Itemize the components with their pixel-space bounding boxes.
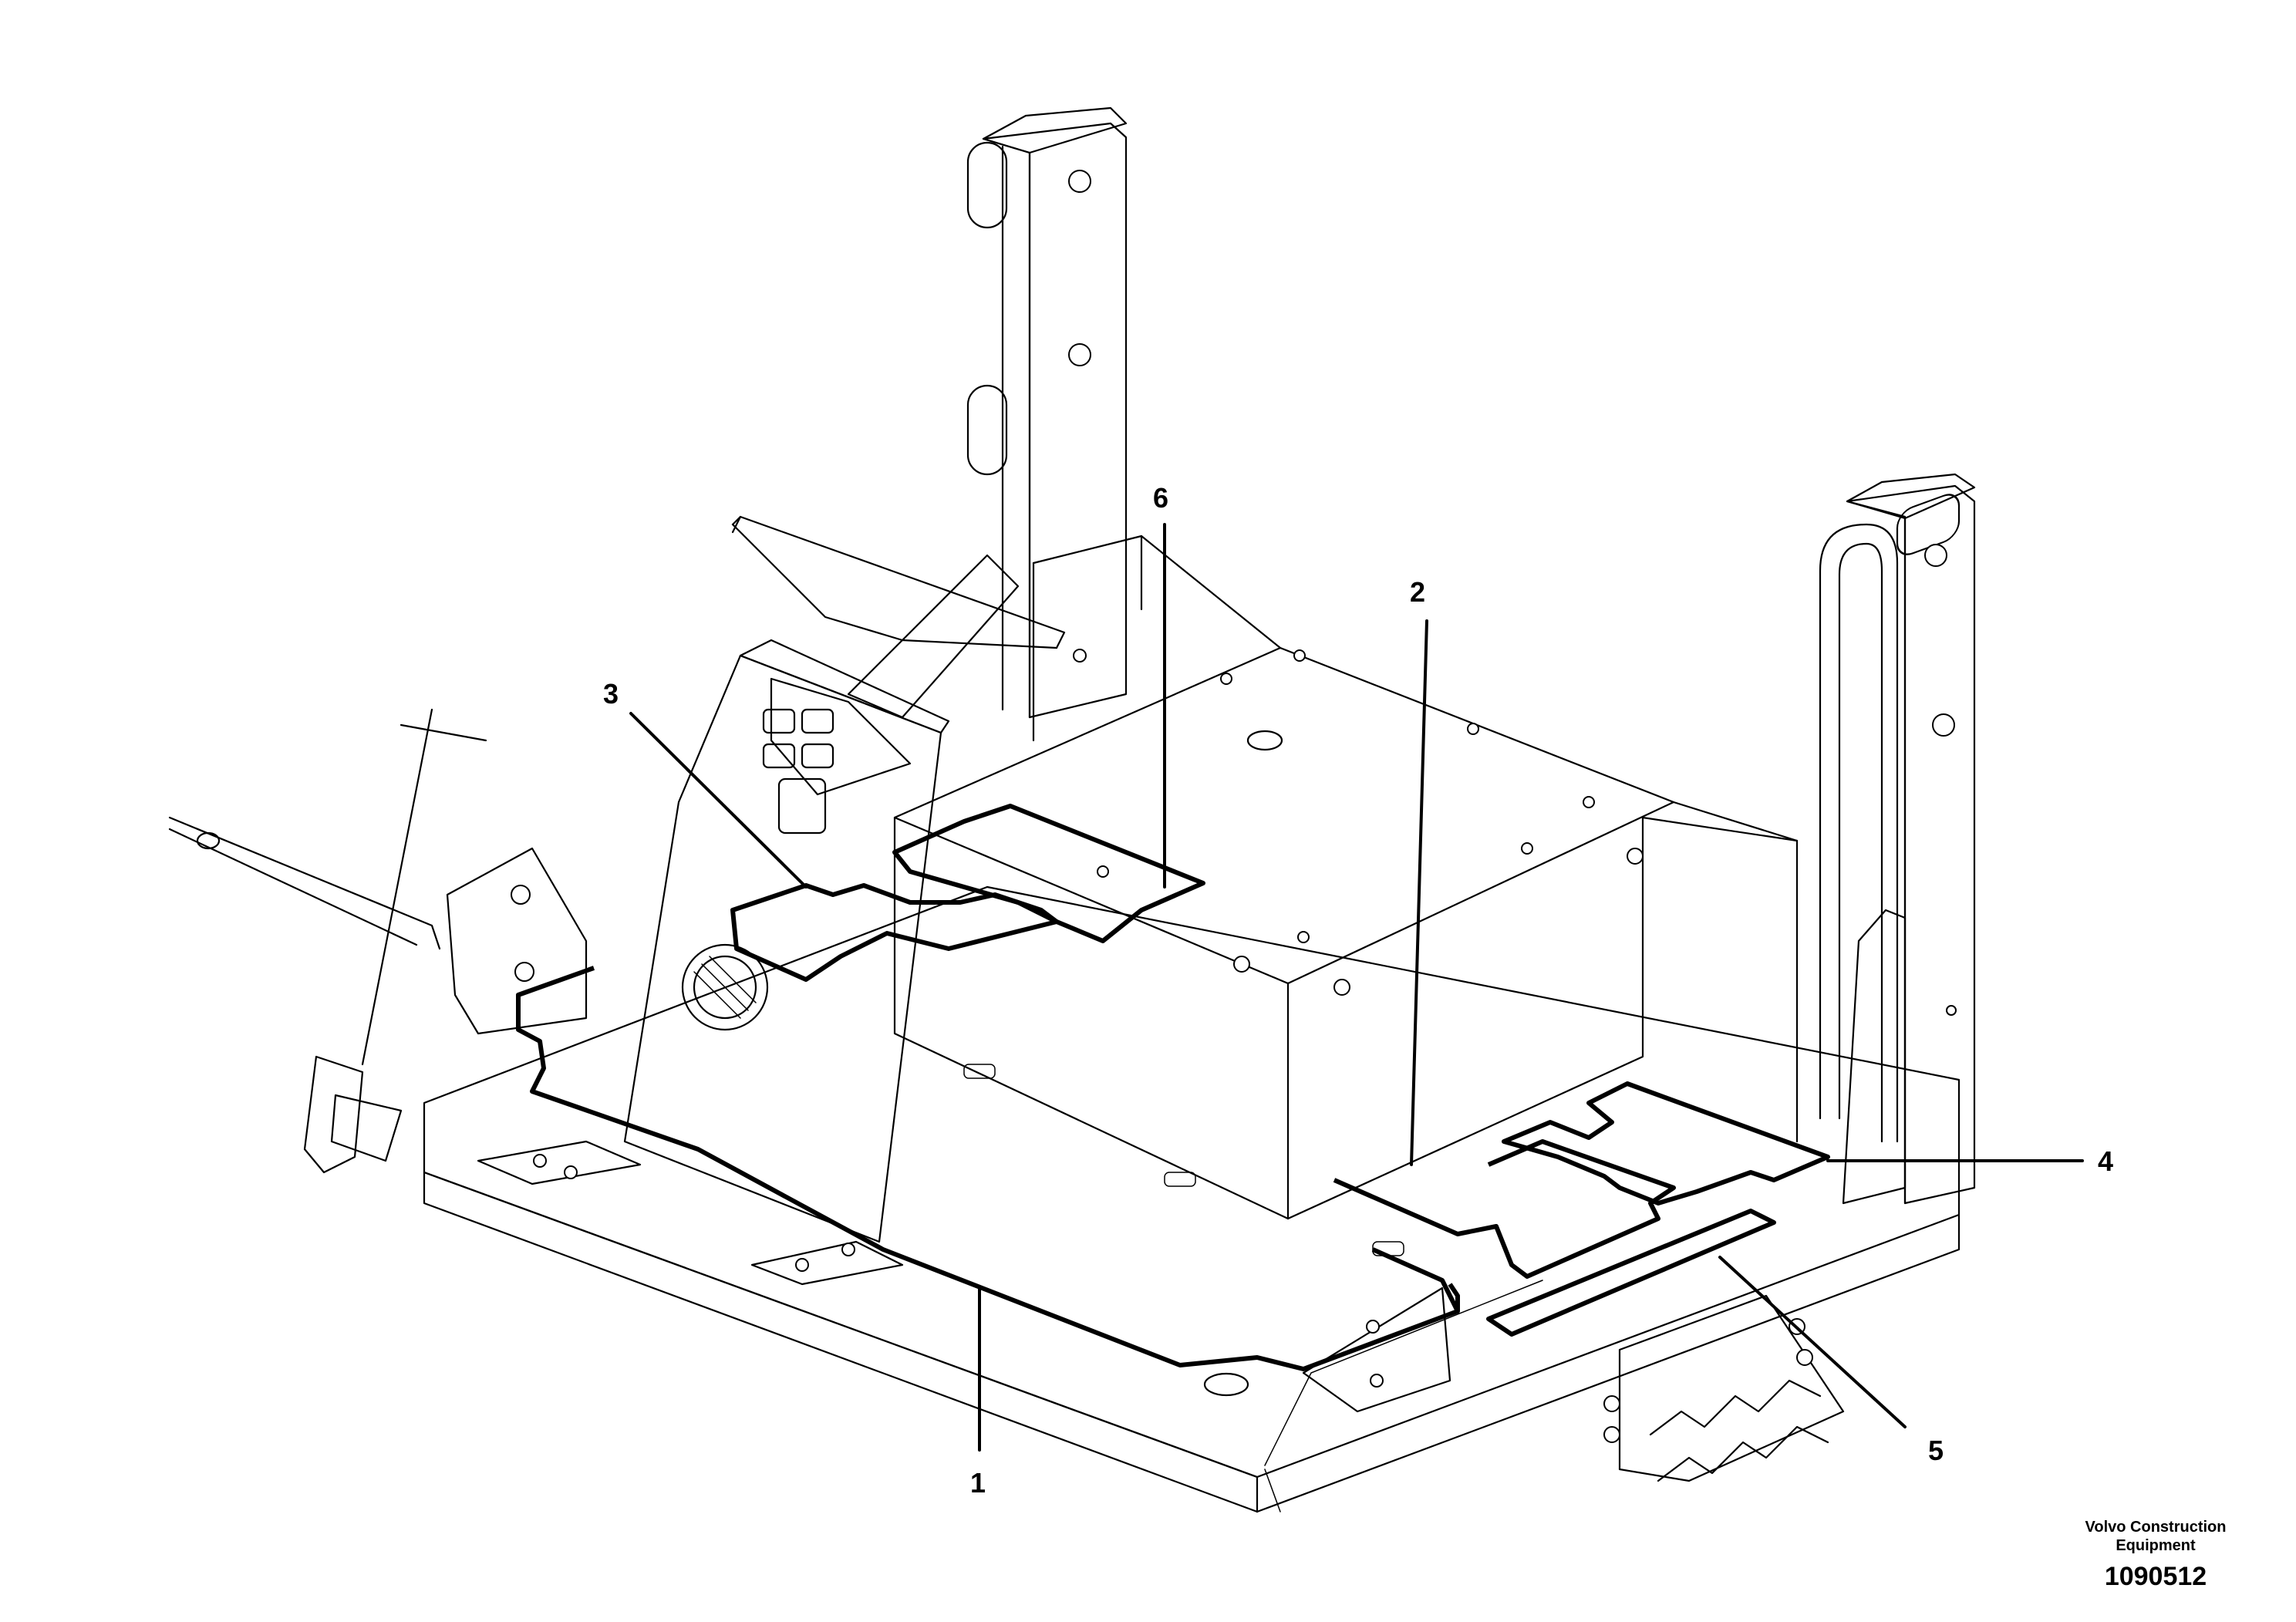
credit-line-2: Equipment — [2116, 1537, 2196, 1554]
rops-post-left — [966, 106, 1128, 719]
document-number: 1090512 — [2105, 1562, 2207, 1591]
mat-4-right — [1502, 1081, 1830, 1206]
leader-2 — [1410, 619, 1428, 1166]
step-ladder — [1603, 1294, 1845, 1482]
mat-6-console-side — [892, 804, 1205, 943]
credit-line-1: Volvo Construction — [2085, 1519, 2227, 1536]
callout-2: 2 — [1410, 576, 1425, 608]
mat-5-strip — [1486, 1209, 1776, 1337]
callout-3: 3 — [603, 678, 619, 710]
steering-assembly — [623, 515, 1066, 1243]
callout-5: 5 — [1928, 1435, 1944, 1466]
callout-4: 4 — [2098, 1145, 2113, 1177]
mat-1-main-floor — [516, 966, 1460, 1371]
rops-post-right — [1819, 473, 1976, 1205]
levers-left — [168, 708, 588, 1174]
leader-lines — [629, 523, 2084, 1452]
platform-base — [423, 494, 1961, 1513]
leader-5 — [1718, 1256, 1907, 1428]
callout-labels: 1 2 3 4 5 6 — [603, 482, 2113, 1499]
leader-3 — [629, 712, 807, 889]
callout-1: 1 — [970, 1467, 986, 1499]
floor-brackets — [477, 1140, 1451, 1413]
console-box — [893, 534, 1799, 1256]
callout-6: 6 — [1153, 482, 1168, 514]
credit-block: Volvo Construction Equipment 1090512 — [2085, 1519, 2227, 1591]
mat-2-center — [1333, 1139, 1676, 1279]
